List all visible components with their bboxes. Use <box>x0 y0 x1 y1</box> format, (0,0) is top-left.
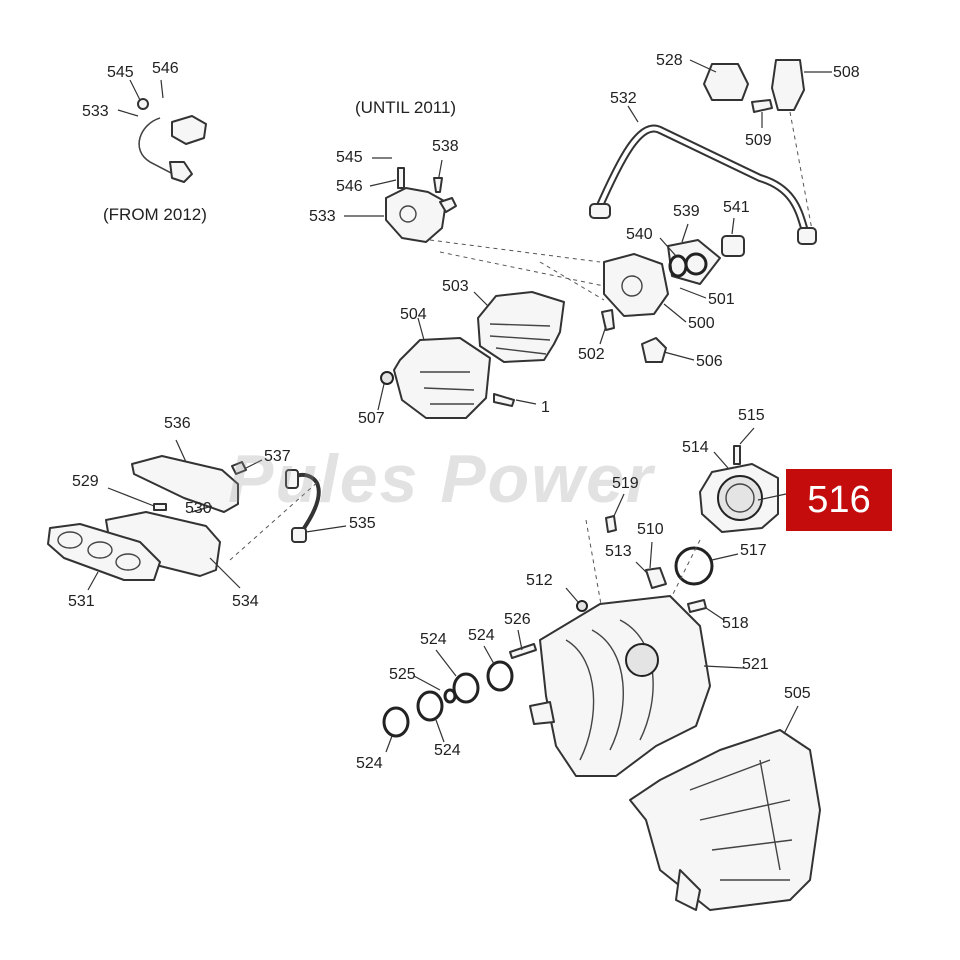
callout-519: 519 <box>612 475 639 492</box>
cover-503 <box>473 291 565 363</box>
callout-505: 505 <box>784 685 811 702</box>
cover-505 <box>629 705 821 911</box>
callout-525: 525 <box>389 666 416 683</box>
callout-533-b: 533 <box>309 208 336 225</box>
callout-513: 513 <box>605 543 632 560</box>
caption-from-2012: (FROM 2012) <box>103 205 207 224</box>
callout-530: 530 <box>185 500 212 517</box>
callout-528: 528 <box>656 52 683 69</box>
callout-524-c: 524 <box>434 742 461 759</box>
callout-533-a: 533 <box>82 103 109 120</box>
callout-531: 531 <box>68 593 95 610</box>
sensor-528-508 <box>689 59 832 231</box>
callout-518: 518 <box>722 615 749 632</box>
callout-535: 535 <box>349 515 376 532</box>
hose-532 <box>589 105 817 245</box>
sensor-535 <box>229 469 347 561</box>
watermark: Pules Power <box>228 441 655 517</box>
callout-517: 517 <box>740 542 767 559</box>
callout-514: 514 <box>682 439 709 456</box>
sensor-housing-500 <box>439 217 745 363</box>
callout-504: 504 <box>400 306 427 323</box>
callout-534: 534 <box>232 593 259 610</box>
callout-502: 502 <box>578 346 605 363</box>
callout-529: 529 <box>72 473 99 490</box>
callout-507: 507 <box>358 410 385 427</box>
highlighted-part-516[interactable]: 516 <box>786 469 892 531</box>
callout-524-a: 524 <box>420 631 447 648</box>
callout-508: 508 <box>833 64 860 81</box>
callout-501: 501 <box>708 291 735 308</box>
callout-524-d: 524 <box>356 755 383 772</box>
callout-515: 515 <box>738 407 765 424</box>
intake-manifold-521 <box>509 595 745 777</box>
callout-509: 509 <box>745 132 772 149</box>
callout-539: 539 <box>673 203 700 220</box>
callout-545-b: 545 <box>336 149 363 166</box>
callout-524-b: 524 <box>468 627 495 644</box>
callout-546-a: 546 <box>152 60 179 77</box>
callout-510: 510 <box>637 521 664 538</box>
callout-546-b: 546 <box>336 178 363 195</box>
caption-until-2011: (UNTIL 2011) <box>355 98 457 117</box>
callout-541: 541 <box>723 199 750 216</box>
callout-506: 506 <box>696 353 723 370</box>
callout-500: 500 <box>688 315 715 332</box>
callout-532: 532 <box>610 90 637 107</box>
seal-rings <box>382 645 514 753</box>
callout-512: 512 <box>526 572 553 589</box>
cover-504 <box>377 317 537 419</box>
throttle-body-516[interactable] <box>699 427 787 533</box>
callout-521: 521 <box>742 656 769 673</box>
callout-538: 538 <box>432 138 459 155</box>
callout-526: 526 <box>504 611 531 628</box>
gasket-517 <box>674 546 714 586</box>
callout-537: 537 <box>264 448 291 465</box>
exhaust-manifold <box>47 439 263 591</box>
callout-545-a: 545 <box>107 64 134 81</box>
callout-536: 536 <box>164 415 191 432</box>
bracket-2011 <box>344 157 601 263</box>
callout-1: 1 <box>541 399 550 416</box>
fasteners <box>565 493 725 621</box>
callout-503: 503 <box>442 278 469 295</box>
hose-assembly-2012 <box>117 79 207 183</box>
callout-540: 540 <box>626 226 653 243</box>
